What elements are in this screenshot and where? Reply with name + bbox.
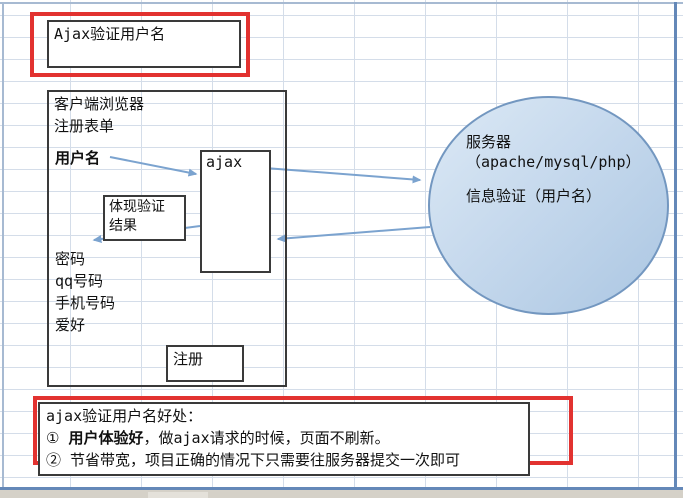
server-stack: （apache/mysql/php） [466, 153, 641, 171]
username-label: 用户名 [55, 149, 101, 167]
benefits-item-1: ① 用户体验好，做ajax请求的时候，页面不刷新。 [46, 429, 390, 447]
arrow-ajax-to-server-icon [264, 167, 422, 184]
register-button-label: 注册 [173, 350, 204, 368]
window-border-left [2, 2, 4, 488]
server-ellipse[interactable]: 服务器 （apache/mysql/php） 信息验证（用户名） [428, 96, 669, 315]
field-label-phone: 手机号码 [55, 294, 116, 312]
benefits-box[interactable]: ajax验证用户名好处： ① 用户体验好，做ajax请求的时候，页面不刷新。 ②… [38, 402, 530, 476]
ajax-box[interactable]: ajax [200, 150, 271, 273]
title-box[interactable]: Ajax验证用户名 [47, 20, 241, 68]
client-box-header: 客户端浏览器 注册表单 [54, 95, 145, 135]
title-highlight-rect[interactable] [30, 12, 250, 77]
scrollbar-notch[interactable] [148, 492, 208, 498]
window-border-right [674, 2, 677, 489]
register-button-box[interactable]: 注册 [166, 345, 244, 382]
field-label-password: 密码 [55, 250, 86, 268]
validation-result-box[interactable]: 体现验证 结果 [103, 195, 186, 241]
result-box-line2: 结果 [109, 218, 137, 234]
benefits-item-2: ② 节省带宽，项目正确的情况下只需要往服务器提交一次即可 [46, 451, 461, 469]
server-name: 服务器 [466, 133, 512, 151]
ajax-box-label: ajax [206, 153, 243, 171]
field-label-hobby: 爱好 [55, 316, 86, 334]
window-border-bottom [0, 487, 683, 490]
result-box-line1: 体现验证 [109, 199, 165, 215]
arrow-server-to-ajax-icon [276, 226, 431, 243]
bottom-scrollbar-strip[interactable] [0, 490, 683, 498]
benefits-heading: ajax验证用户名好处： [46, 407, 203, 425]
window-border-top [0, 2, 683, 4]
client-browser-box[interactable]: 客户端浏览器 注册表单 用户名 ajax 体现验证 结果 密码 qq号码 手机号… [47, 90, 287, 387]
title-text: Ajax验证用户名 [54, 25, 166, 43]
field-label-qq: qq号码 [55, 272, 104, 290]
form-field-list: 密码 qq号码 手机号码 爱好 [55, 248, 115, 336]
server-task: 信息验证（用户名） [466, 187, 602, 205]
